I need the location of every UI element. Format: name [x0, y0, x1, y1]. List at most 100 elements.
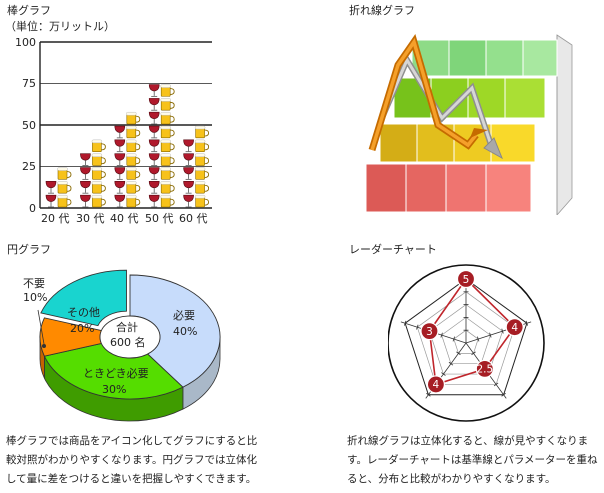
- beer-handle: [101, 143, 106, 151]
- wine-bowl: [148, 181, 160, 189]
- wine-bowl: [148, 111, 160, 120]
- slice-label: 必要: [173, 309, 195, 322]
- beer-mug-mark: [91, 194, 106, 208]
- radar-tick: [441, 372, 446, 376]
- leader-line: [37, 309, 45, 345]
- beer-mug-mark: [194, 167, 210, 180]
- beer-mug-mark: [126, 181, 141, 194]
- beer-handle: [101, 184, 106, 192]
- radar-tick: [456, 351, 461, 356]
- slice-pct: 20%: [70, 322, 95, 335]
- beer-foam: [91, 167, 103, 171]
- wine-glass-mark: [114, 167, 126, 180]
- wine-bowl: [114, 194, 126, 202]
- wine-bowl: [148, 84, 160, 92]
- beer-body: [57, 196, 68, 208]
- beer-foam: [160, 181, 171, 185]
- wine-glass-mark: [148, 153, 160, 166]
- wine-glass-mark: [183, 139, 194, 153]
- x-tick-label: 50 代: [145, 212, 174, 225]
- wine-glass-mark: [148, 111, 160, 125]
- beer-handle: [101, 171, 106, 178]
- radar-data-point: [475, 359, 494, 378]
- radar-grid-ring: [453, 329, 479, 354]
- beer-body: [92, 141, 102, 152]
- beer-handle: [66, 171, 72, 178]
- beer-foam: [160, 111, 171, 116]
- beer-handle: [135, 115, 141, 123]
- beer-body: [57, 169, 68, 180]
- wine-glass-mark: [183, 153, 194, 166]
- radar-grid-ring: [416, 291, 516, 385]
- beer-body: [160, 86, 171, 97]
- line-chart-title: 折れ線グラフ: [349, 4, 415, 17]
- block-row-4: [365, 163, 532, 213]
- beer-handle: [170, 184, 175, 192]
- beer-body: [92, 196, 102, 208]
- series-line-orange-highlight: [370, 37, 478, 151]
- leader-dot: [42, 344, 46, 348]
- beer-mug-mark: [91, 139, 106, 152]
- wine-glass-mark: [80, 167, 91, 180]
- beer-foam: [160, 125, 171, 130]
- beer-handle: [170, 88, 175, 95]
- beer-foam: [194, 125, 206, 130]
- y-tick-label: 0: [29, 202, 36, 215]
- beer-mug-mark: [160, 194, 175, 208]
- radar-tick: [440, 332, 443, 338]
- beer-body: [126, 196, 137, 208]
- beer-body: [92, 169, 102, 180]
- beer-body: [160, 127, 171, 139]
- beer-body: [126, 169, 137, 180]
- beer-handle: [170, 171, 175, 178]
- beer-mug-mark: [160, 98, 175, 111]
- wine-glass-mark: [80, 194, 91, 208]
- beer-mug-mark: [160, 84, 175, 97]
- wine-bowl: [80, 153, 91, 161]
- wine-glass-mark: [114, 125, 126, 139]
- beer-foam: [194, 167, 206, 171]
- radar-tick: [525, 320, 529, 326]
- beer-handle: [170, 143, 175, 151]
- beer-foam: [126, 167, 137, 171]
- wine-bowl: [148, 153, 160, 161]
- beer-mug-mark: [126, 139, 141, 152]
- bar-chart-title: 棒グラフ: [7, 4, 51, 17]
- block-row-1: [411, 39, 558, 77]
- beer-handle: [135, 143, 141, 151]
- y-tick-label: 100: [15, 36, 36, 49]
- beer-foam: [126, 153, 137, 157]
- pie-chart: [37, 269, 221, 422]
- wine-bowl: [148, 139, 160, 147]
- radar-data-point: [420, 322, 439, 341]
- x-tick-label: 40 代: [110, 212, 139, 225]
- wine-bowl: [80, 194, 91, 202]
- wine-bowl: [114, 181, 126, 189]
- wine-glass-mark: [148, 98, 160, 111]
- beer-handle: [170, 115, 175, 123]
- beer-body: [160, 196, 171, 208]
- wine-glass-mark: [183, 167, 194, 180]
- beer-body: [195, 169, 205, 180]
- caption-line: 折れ線グラフは立体化すると、線が見やすくなりま: [347, 435, 589, 447]
- radar-chart: 542.543: [388, 264, 545, 422]
- beer-foam: [194, 139, 206, 144]
- beer-foam: [160, 139, 171, 144]
- beer-handle: [66, 198, 72, 206]
- wine-glass-mark: [114, 194, 126, 208]
- beer-mug-mark: [194, 153, 210, 166]
- beer-handle: [170, 129, 175, 137]
- x-tick-label: 20 代: [41, 212, 70, 225]
- beer-mug-mark: [160, 139, 175, 152]
- radar-tick: [501, 328, 504, 334]
- caption-line: 較対照がわかりやすくなります。円グラフでは立体化: [6, 454, 257, 466]
- beer-foam: [57, 181, 68, 185]
- slice-label: ときどき必要: [83, 367, 149, 380]
- beer-handle: [135, 184, 141, 192]
- beer-body: [92, 183, 102, 194]
- wine-glass-mark: [148, 125, 160, 139]
- pie-chart-title: 円グラフ: [7, 243, 51, 256]
- beer-body: [160, 155, 171, 166]
- block: [365, 163, 407, 213]
- beer-handle: [170, 198, 175, 206]
